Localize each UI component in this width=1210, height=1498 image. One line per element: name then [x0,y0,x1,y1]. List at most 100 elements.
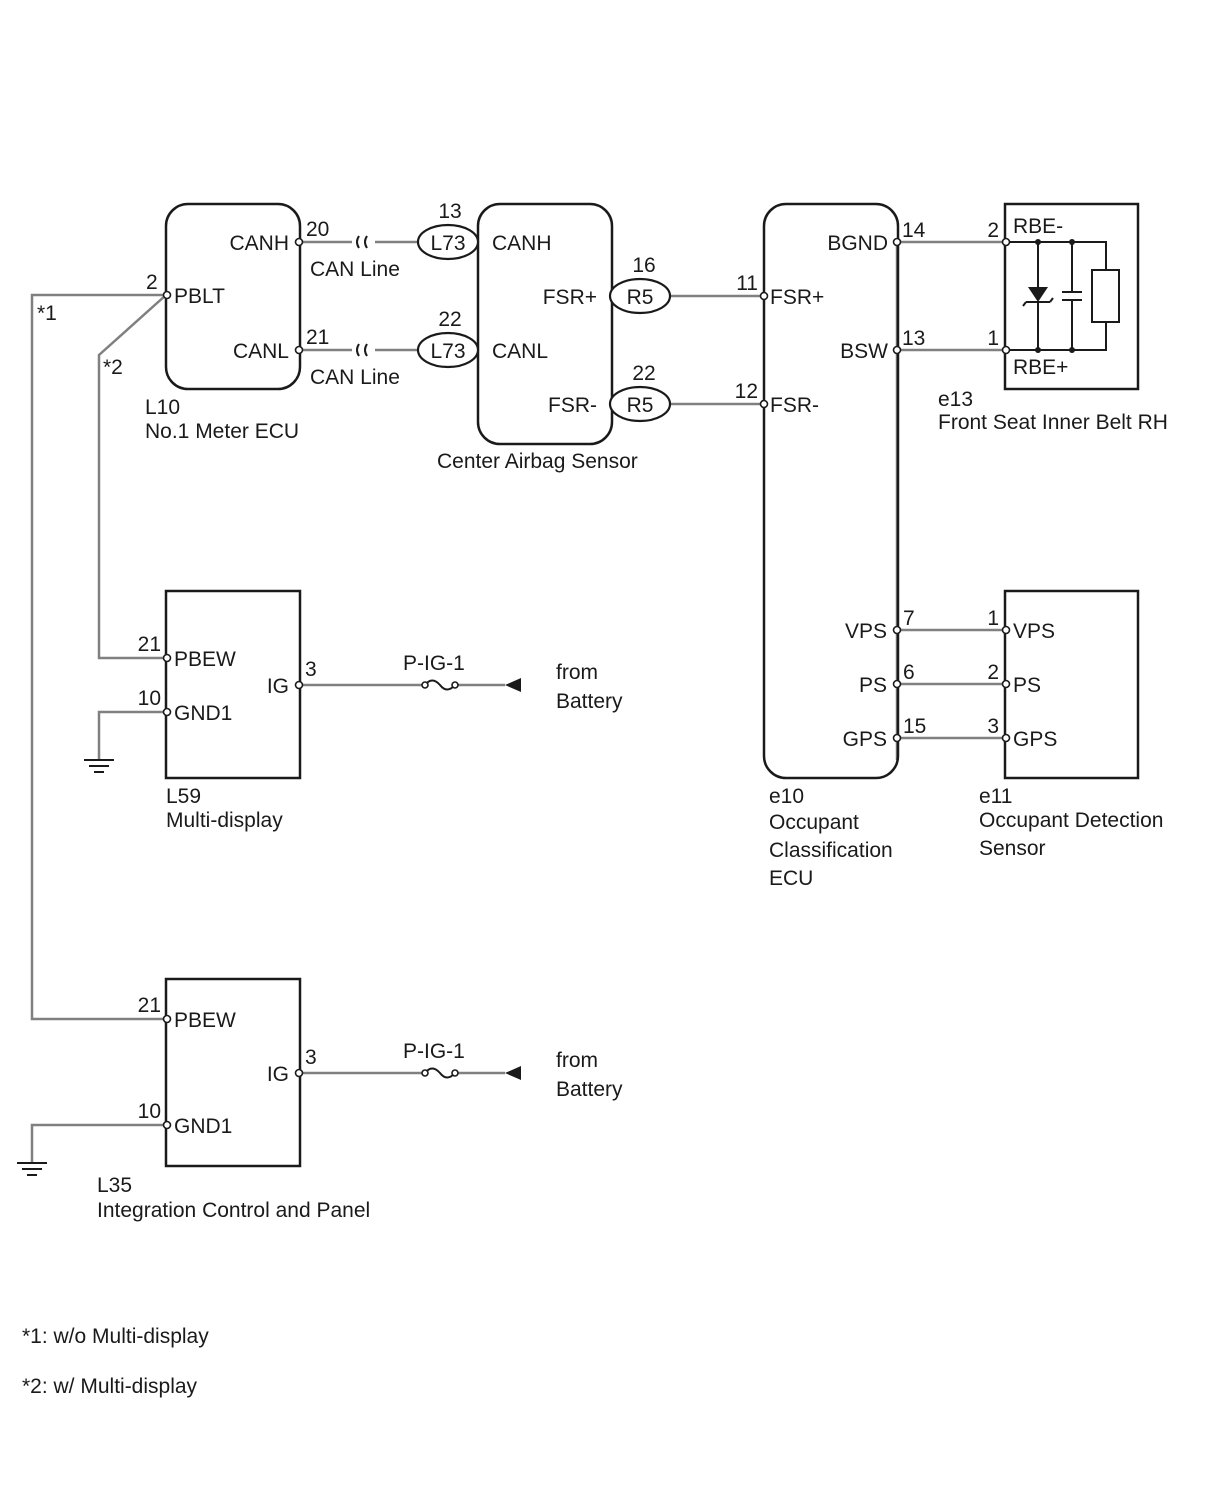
l59-name: Multi-display [166,809,283,832]
fuse-icon [421,1067,459,1079]
l10-pblt-pin: PBLT [174,285,225,308]
e13-internal-circuit [1005,239,1120,353]
e10-occupant-ecu-box [762,202,900,780]
pblt-to-l59-wire [97,294,167,660]
e11-ps-number: 2 [987,661,999,684]
e13-seat-belt-box [1003,202,1140,391]
e13-rbe-plus-number: 1 [987,327,999,350]
r5-fsr-minus-label: R5 [627,394,654,417]
e10-name-line2: Classification [769,839,893,862]
l35-pbew-pin: PBEW [174,1009,236,1032]
l59-from-label: from [556,661,598,684]
l10-pblt-number: 2 [146,271,158,294]
ground-icon [84,759,114,773]
l35-gnd1-pin: GND1 [174,1115,232,1138]
r5-fsr-minus-number: 22 [632,362,655,385]
e11-name-line1: Occupant Detection [979,809,1163,832]
fuse-icon [421,679,459,691]
l73-canh-connector [416,223,480,261]
r5-fsr-plus-connector [608,277,672,315]
e10-fsr-plus-pin: FSR+ [770,286,824,309]
r5-fsr-plus-label: R5 [627,286,654,309]
diode-icon [1028,287,1048,302]
airbag-canl-pin: CANL [492,340,548,363]
l10-canl-number: 21 [306,326,329,349]
e11-vps-number: 1 [987,607,999,630]
l73-canl-label: L73 [430,340,465,363]
airbag-fsr-plus-pin: FSR+ [543,286,597,309]
mark-1: *1 [37,302,57,325]
l10-canl-pin: CANL [233,340,289,363]
l35-ig-number: 3 [305,1046,317,1069]
l35-ground-wire [30,1123,165,1163]
e10-name-line1: Occupant [769,811,859,834]
l73-canh-number: 13 [438,200,461,223]
e10-name-line3: ECU [769,867,813,890]
e10-gps-pin: GPS [843,728,887,751]
e10-bgnd-number: 14 [902,219,926,242]
airbag-sensor-box [476,202,614,446]
arrow-left-icon [505,1066,521,1080]
l59-code: L59 [166,785,201,808]
e10-fsr-minus-number: 12 [735,380,758,403]
l35-code: L35 [97,1174,132,1197]
pin-terminals [162,237,1011,1130]
ground-icon [17,1162,47,1176]
canl-line-label: CAN Line [310,366,400,389]
e10-bsw-number: 13 [902,327,925,350]
l10-canh-number: 20 [306,218,329,241]
airbag-sensor-name: Center Airbag Sensor [437,450,638,473]
mark-2: *2 [103,356,123,379]
l73-canl-connector [416,331,480,369]
l35-name: Integration Control and Panel [97,1199,370,1222]
footnote-2: *2: w/ Multi-display [22,1375,198,1398]
e10-bgnd-pin: BGND [827,232,888,255]
e10-code: e10 [769,785,804,808]
l59-fuse-label: P-IG-1 [403,652,465,675]
capacitor-icon [1062,242,1082,350]
e13-code: e13 [938,388,973,411]
l35-fuse-label: P-IG-1 [403,1040,465,1063]
r5-fsr-minus-connector [608,385,672,423]
e11-name-line2: Sensor [979,837,1046,860]
l73-canh-label: L73 [430,232,465,255]
l10-canh-pin: CANH [229,232,289,255]
e13-rbe-plus-pin: RBE+ [1013,356,1068,379]
e10-ps-pin: PS [859,674,887,697]
e13-rbe-minus-pin: RBE- [1013,215,1063,238]
e10-fsr-minus-pin: FSR- [770,394,819,417]
e13-rbe-minus-number: 2 [987,219,999,242]
l35-battery-label: Battery [556,1078,623,1101]
r5-fsr-plus-number: 16 [632,254,655,277]
e11-code: e11 [979,785,1012,808]
l35-pbew-number: 21 [138,994,161,1017]
l35-ig-pin: IG [267,1063,289,1086]
l59-gnd1-number: 10 [138,687,161,710]
arrow-left-icon [505,678,521,692]
e10-bsw-pin: BSW [840,340,888,363]
footnote-1: *1: w/o Multi-display [22,1325,209,1348]
l10-name: No.1 Meter ECU [145,420,299,443]
e11-gps-number: 3 [987,715,999,738]
e11-gps-pin: GPS [1013,728,1057,751]
l59-ground-wire [97,710,165,760]
e10-fsr-plus-number: 11 [736,272,758,295]
canh-line-label: CAN Line [310,258,400,281]
e10-vps-number: 7 [903,607,915,630]
pblt-to-l35-wire [30,293,166,1021]
l10-code: L10 [145,396,180,419]
e13-name: Front Seat Inner Belt RH [938,411,1168,434]
e10-gps-number: 15 [903,715,926,738]
e10-vps-pin: VPS [845,620,887,643]
l59-battery-label: Battery [556,690,623,713]
l59-ig-number: 3 [305,658,317,681]
airbag-fsr-minus-pin: FSR- [548,394,597,417]
l59-ig-pin: IG [267,675,289,698]
can-break-marks [356,235,368,357]
e11-vps-pin: VPS [1013,620,1055,643]
l73-canl-number: 22 [438,308,461,331]
l59-pbew-pin: PBEW [174,648,236,671]
l35-from-label: from [556,1049,598,1072]
e11-ps-pin: PS [1013,674,1041,697]
